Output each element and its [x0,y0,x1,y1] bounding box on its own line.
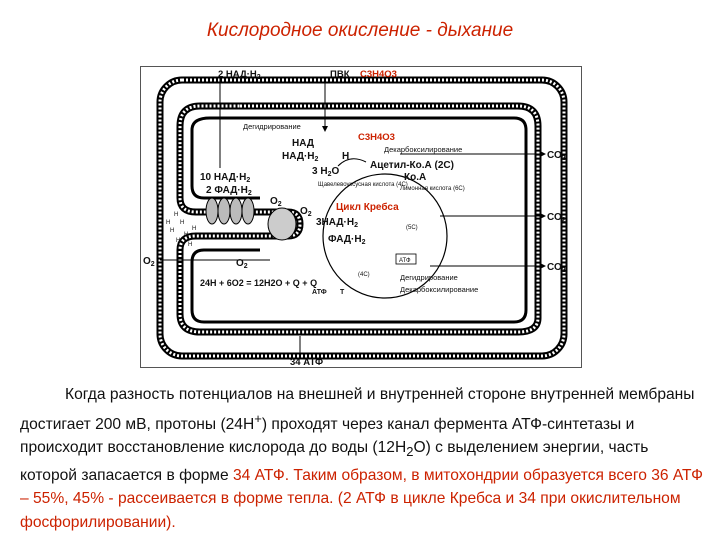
citric-label: Лимонная кислота (6С) [400,186,465,192]
proton-h-label: H [174,212,178,218]
c5-label: (5С) [406,225,418,231]
coa-label: Ко.А [404,172,426,183]
acetyl-coa-label: Ацетил-Ко.А (2С) [370,160,454,171]
matrix-boundary [190,116,528,324]
co2-3-label: СО2 [547,262,566,274]
proton-h-label: H [188,242,192,248]
decarboxylation-bottom-label: Декарбоксилирование [400,285,478,294]
c4-label: (4С) [358,272,370,278]
t-eq-label: Т [340,289,345,296]
fadh2-cycle-label: ФАД·Н2 [328,234,366,246]
proton-h-label: H [170,228,174,234]
o2-a-label: О2 [270,196,282,208]
nadh2-label: НАД·Н2 [282,151,319,163]
nadh2-3-label: 3НАД·Н2 [316,217,358,229]
diagram-frame [140,66,582,368]
atp-synthase [205,197,297,241]
proton-h-label: H [166,220,170,226]
water-label: 3 Н2О [312,166,339,178]
c3h4o3-label: С3Н4О3 [358,132,395,143]
pvk-label: ПВК [330,69,350,80]
decarboxylation-top-label: Декарбоксилирование [384,145,462,154]
nad-label: НАД [292,138,314,149]
atf-eq-label: АТФ [312,289,327,296]
pvk-formula-label: С3Н4О3 [360,69,397,80]
proton-h-label: H [184,232,188,238]
krebs-cycle-circle [322,173,448,299]
highlighted-conclusion: 34 АТФ. Таким образом, в митохондрии обр… [20,466,703,531]
dehydrogenation-top-label: Дегидрирование [243,122,301,131]
proton-h-label: H [180,220,184,226]
atf-box-label: АТФ [399,258,411,264]
nadh2-10-label: 10 НАД·Н2 [200,172,250,184]
o2-center-label: О2 [236,258,248,270]
o2-b-label: О2 [300,206,312,218]
krebs-cycle-label: Цикл Кребса [336,201,399,213]
o2-left-label: О2 [143,256,155,268]
proton-h-label: H [192,226,196,232]
explanation-paragraph: Когда разность потенциалов на внешней и … [20,386,703,531]
co2-2-label: СО2 [547,212,566,224]
atf34-label: 34 АТФ [290,357,323,368]
dehydrogenation-bottom-label: Дегидрирование [400,273,458,282]
atf-box [395,253,417,265]
proton-h-label: H [176,238,180,244]
oxidation-equation: 24Н + 6О2 = 12Н2О + Q + Q [200,278,317,288]
h-minus-label: Н [342,151,349,162]
fadh2-2-label: 2 ФАД·Н2 [206,185,252,197]
co2-1-label: СО2 [547,150,566,162]
top-nadh2-label: 2 НАД·Н2 [218,69,261,81]
oxaloacetic-label: Щавелевоуксусная кислота (4С) [318,182,408,188]
page-title: Кислородное окисление - дыхание [206,20,514,41]
mitochondria-respiration-diagram: 2 НАД·Н2 ПВК С3Н4О3 Дегидрирование С3Н4О… [140,66,582,368]
